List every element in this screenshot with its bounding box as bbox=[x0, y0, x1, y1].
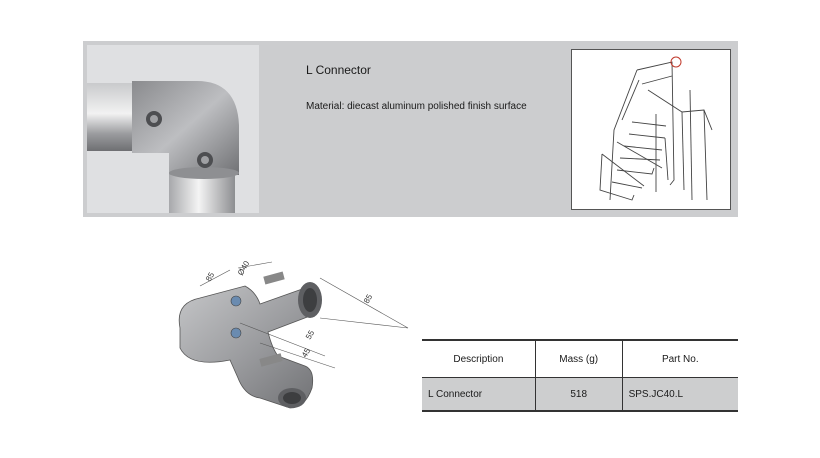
product-photo bbox=[87, 45, 259, 213]
stair-diagram bbox=[571, 49, 731, 210]
cell-mass: 518 bbox=[534, 377, 623, 412]
product-title: L Connector bbox=[306, 63, 371, 77]
table-row: L Connector 518 SPS.JC40.L bbox=[422, 377, 738, 412]
dim-label-diameter: Ø40 bbox=[236, 259, 252, 277]
spec-table-header: Description Mass (g) Part No. bbox=[422, 339, 738, 378]
header-mass: Mass (g) bbox=[534, 339, 623, 378]
cell-description: L Connector bbox=[422, 377, 536, 412]
header-part-no: Part No. bbox=[621, 339, 738, 378]
dim-label-85-top: 85 bbox=[204, 270, 217, 283]
header-description: Description bbox=[422, 339, 536, 378]
cell-part-no: SPS.JC40.L bbox=[621, 377, 738, 412]
dim-label-55: 55 bbox=[304, 328, 317, 341]
spec-table: Description Mass (g) Part No. L Connecto… bbox=[422, 339, 738, 412]
material-description: Material: diecast aluminum polished fini… bbox=[306, 101, 527, 112]
dimension-drawing: 85 Ø40 85 55 45 bbox=[178, 259, 409, 409]
